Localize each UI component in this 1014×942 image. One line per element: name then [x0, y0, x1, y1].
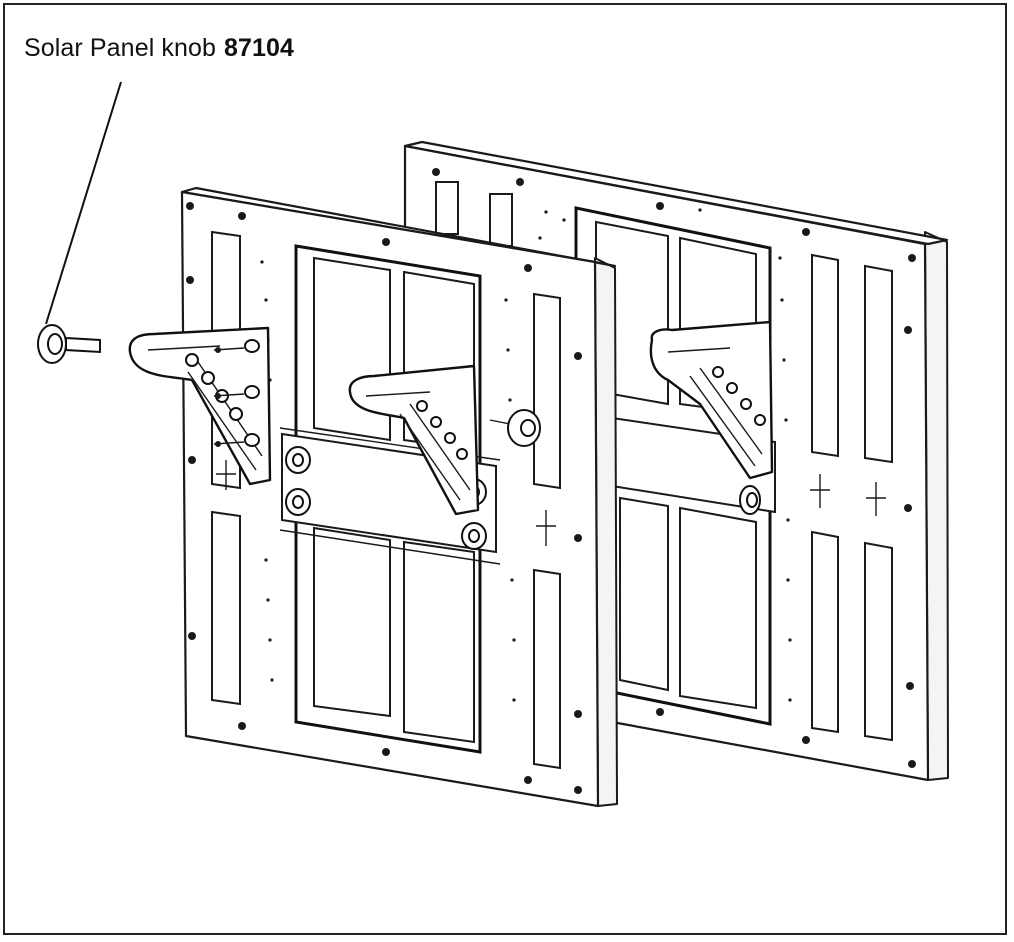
back-plate-mounting-holes — [432, 168, 916, 768]
part-number: 87104 — [224, 34, 295, 62]
front-plate — [180, 186, 618, 808]
back-plate-small-holes — [538, 208, 792, 702]
front-plate-knob — [489, 409, 541, 447]
front-plate-right-slots — [533, 292, 561, 770]
callout-text: Solar Panel knob — [24, 34, 217, 62]
back-plate-bracket — [649, 320, 774, 480]
front-plate-latches — [216, 460, 556, 546]
solar-panel-knob — [37, 324, 101, 364]
front-plate-center-bracket — [348, 364, 480, 516]
back-plate — [403, 140, 949, 782]
exploded-tilt-bracket — [128, 326, 272, 486]
front-plate-mounting-holes — [186, 202, 582, 794]
bracket-fasteners — [213, 339, 260, 447]
callout-leader-line — [45, 81, 122, 325]
back-plate-latches — [810, 474, 886, 516]
back-plate-right-slots — [811, 253, 893, 742]
back-plate-knob — [739, 485, 761, 515]
